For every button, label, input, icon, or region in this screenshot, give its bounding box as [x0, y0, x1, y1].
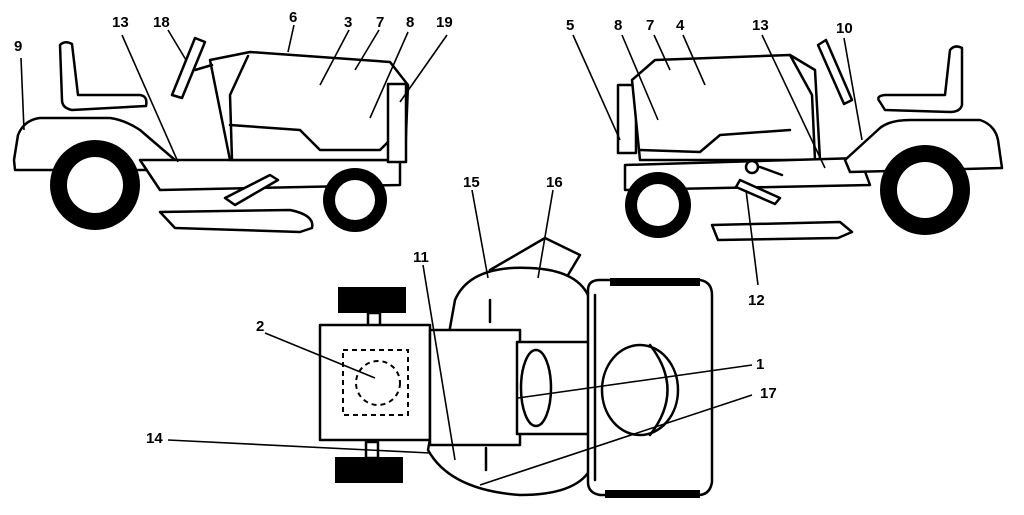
left-seat [58, 41, 148, 112]
callout-16: 16 [546, 174, 563, 191]
callout-4: 4 [676, 17, 685, 34]
left-steering-wheel [170, 36, 207, 100]
right-seat [877, 45, 964, 114]
leader-lines [20, 24, 863, 486]
callout-2: 2 [256, 318, 264, 335]
callout-7-left: 7 [376, 14, 384, 31]
callout-6: 6 [289, 9, 297, 26]
left-hood [208, 50, 410, 162]
callout-18: 18 [153, 14, 170, 31]
top-hood [318, 323, 432, 442]
callout-5: 5 [566, 17, 574, 34]
callout-7-right: 7 [646, 17, 654, 34]
callout-3: 3 [344, 14, 352, 31]
callout-11: 11 [413, 249, 429, 266]
callout-8-left: 8 [406, 14, 414, 31]
callout-15: 15 [463, 174, 480, 191]
callout-12: 12 [748, 292, 765, 309]
right-lift-lever [734, 178, 782, 206]
callout-13-left: 13 [112, 14, 129, 31]
right-steering-wheel [816, 38, 854, 106]
tractor-top-view [318, 236, 714, 498]
top-seat [600, 343, 680, 437]
callout-19: 19 [436, 14, 453, 31]
callout-9: 9 [14, 38, 22, 55]
top-body [428, 328, 522, 447]
left-grille [386, 82, 408, 164]
tractor-right-view [616, 38, 1004, 242]
callout-10: 10 [836, 20, 853, 37]
right-control-knob [744, 159, 760, 175]
tractor-left-view [12, 36, 410, 234]
callout-14: 14 [146, 430, 163, 447]
callout-17: 17 [760, 385, 777, 402]
callout-labels: 9 13 18 6 3 7 8 19 5 8 7 4 13 10 12 15 1… [14, 9, 853, 447]
callout-13-right: 13 [752, 17, 769, 34]
callout-8-right: 8 [614, 17, 622, 34]
left-mower-deck [158, 208, 314, 234]
right-mower-deck [710, 220, 854, 242]
right-frame [623, 156, 872, 192]
callout-1: 1 [756, 356, 764, 373]
left-lift-lever [223, 173, 280, 207]
top-steering-wheel [519, 348, 553, 428]
right-hood [630, 53, 822, 162]
